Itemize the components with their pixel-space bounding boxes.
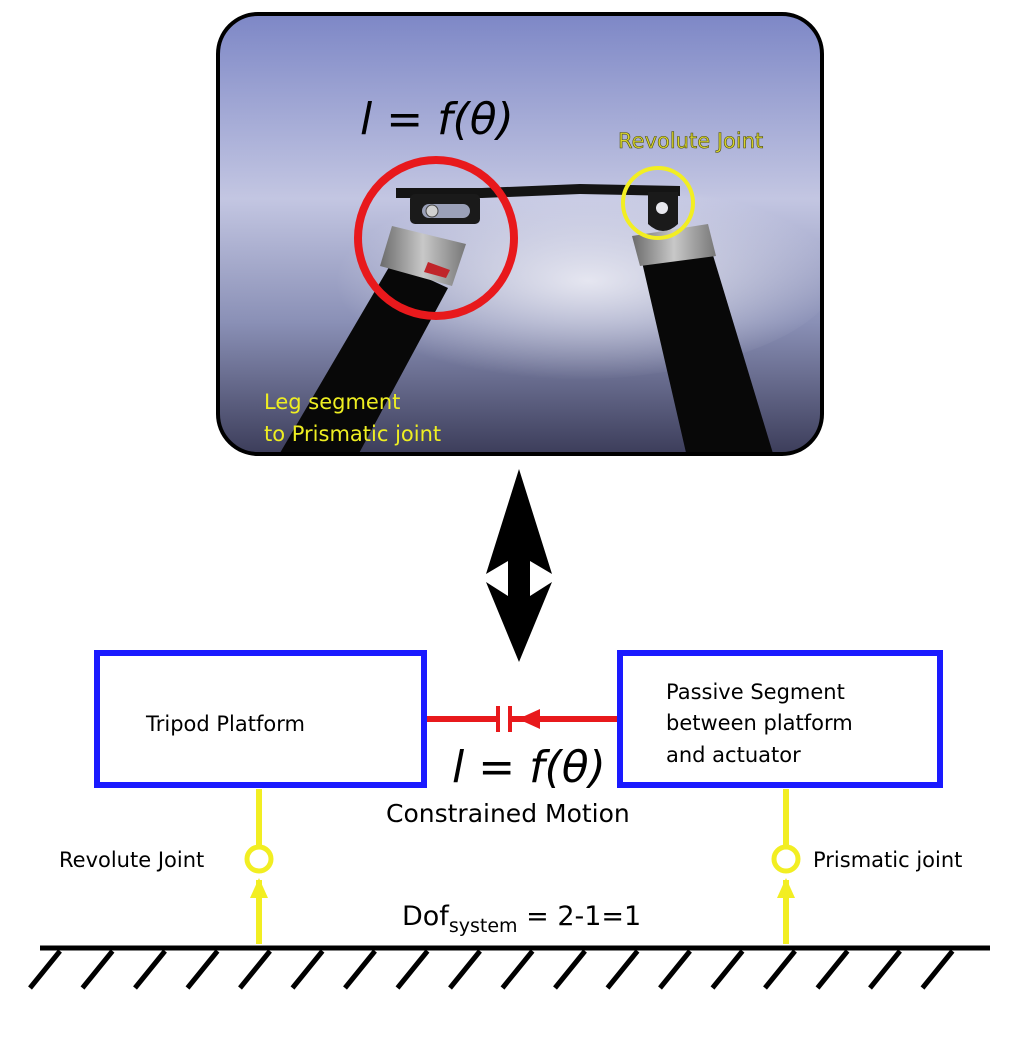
constraint-arrowhead-icon: [518, 709, 540, 729]
ground-hatch-mark: [448, 949, 482, 990]
dof-value: = 2-1=1: [518, 901, 642, 932]
ground-hatch-mark: [290, 949, 325, 990]
ground-hatch-mark: [658, 949, 692, 990]
tripod-platform-box: [94, 650, 427, 788]
ground-hatch-mark: [500, 949, 535, 990]
photo-leg-label-line1: Leg segment: [264, 390, 400, 414]
ground-hatch-mark: [343, 949, 377, 990]
ground-hatch-mark: [868, 949, 902, 990]
revolute-joint-label: Revolute Joint: [59, 848, 204, 872]
ground-hatch-mark: [133, 949, 167, 990]
block-diagram: Tripod Platform Passive Segment between …: [28, 650, 990, 990]
ground-hatch-mark: [238, 949, 272, 990]
constrained-motion-label: Constrained Motion: [386, 799, 630, 828]
dof-equation: Dofsystem = 2-1=1: [402, 901, 641, 937]
ground-hatch-mark: [710, 949, 745, 990]
right-leg-tube: [642, 252, 778, 454]
passive-segment-label-line2: between platform: [666, 711, 853, 735]
prismatic-arrowhead-icon: [777, 878, 795, 898]
ground-hatch-mark: [763, 949, 797, 990]
ground-hatch-mark: [920, 949, 955, 990]
photo-revolute-label: Revolute Joint: [618, 129, 763, 153]
ground-hatch-mark: [815, 949, 850, 990]
correspondence-double-arrow-icon: [486, 469, 552, 662]
tripod-platform-label: Tripod Platform: [145, 712, 305, 736]
right-collar: [632, 224, 716, 266]
photo-formula: l = f(θ): [360, 94, 514, 145]
photo-frame: [216, 12, 824, 456]
ground-hatch-mark: [80, 949, 115, 990]
render-photo-panel: l = f(θ) Revolute Joint Leg segment to P…: [216, 12, 824, 456]
dof-base: Dof: [402, 901, 450, 932]
ground-hatch-mark: [605, 949, 640, 990]
prismatic-joint-label: Prismatic joint: [813, 848, 962, 872]
passive-segment-box: [617, 650, 943, 788]
revolute-highlight-circle: [621, 166, 695, 240]
diagram-formula: l = f(θ): [452, 742, 606, 793]
prismatic-joint-symbol: [771, 789, 801, 944]
ground-hatch-mark: [553, 949, 587, 990]
ground-hatch-mark: [395, 949, 430, 990]
passive-segment-label-line3: and actuator: [666, 743, 801, 767]
revolute-arrowhead-icon: [250, 878, 268, 898]
left-leg-tube: [270, 262, 448, 454]
ground-hatching: [28, 949, 955, 990]
photo-leg-label-line2: to Prismatic joint: [264, 422, 441, 446]
revolute-joint-symbol: [244, 789, 274, 944]
passive-segment-label-line1: Passive Segment: [666, 680, 845, 704]
prismatic-highlight-circle: [354, 156, 518, 320]
dof-subscript: system: [449, 915, 518, 937]
ground-hatch-mark: [185, 949, 220, 990]
ground-hatch-mark: [28, 949, 62, 990]
